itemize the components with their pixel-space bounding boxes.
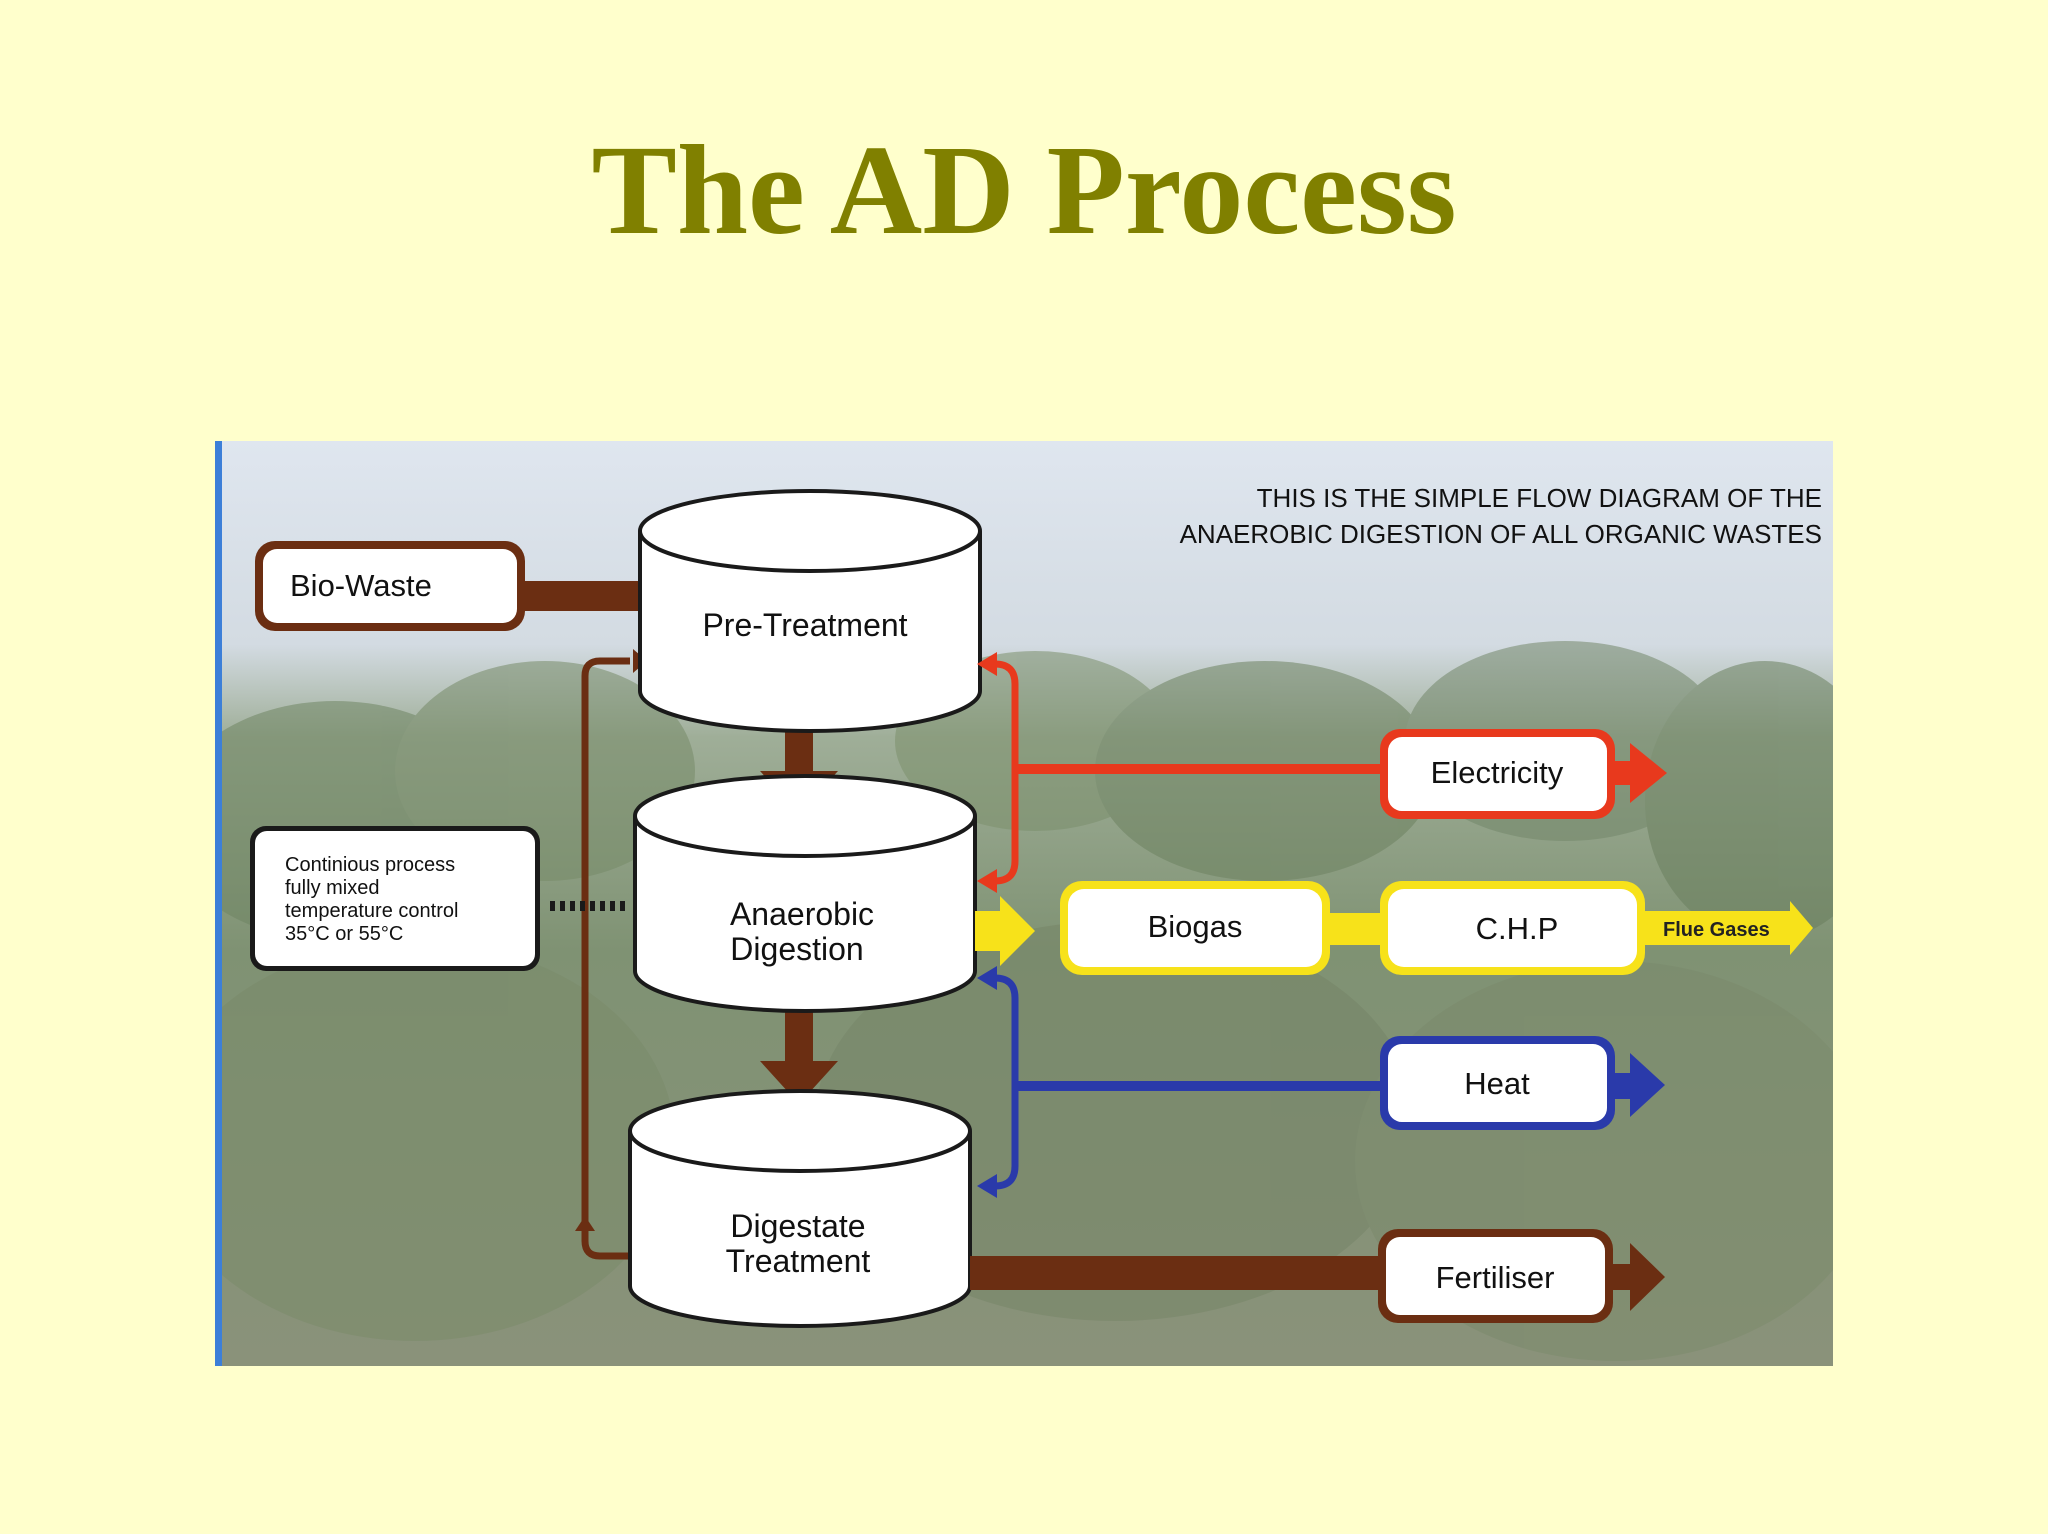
process-note-box: Continious process fully mixed temperatu… <box>250 826 540 971</box>
diagram-caption-line2: ANAEROBIC DIGESTION OF ALL ORGANIC WASTE… <box>1180 519 1822 549</box>
recycle-loop-line <box>581 657 630 1260</box>
biogas-flow <box>975 896 1035 966</box>
biogas-box: Biogas <box>1060 881 1330 975</box>
anaerobic-label-line2: Digestion <box>730 931 863 967</box>
fertiliser-out-arrow <box>1611 1243 1665 1311</box>
diagram-caption-line1: THIS IS THE SIMPLE FLOW DIAGRAM OF THE <box>1257 483 1822 513</box>
recycle-loop-arrowhead-up <box>575 1216 595 1231</box>
digestate-treatment-tank: Digestate Treatment <box>628 1089 972 1328</box>
diagram-canvas: THIS IS THE SIMPLE FLOW DIAGRAM OF THE A… <box>215 441 1833 1366</box>
bio-waste-box: Bio-Waste <box>255 541 525 631</box>
bio-waste-label: Bio-Waste <box>290 568 432 603</box>
heat-label: Heat <box>1464 1066 1530 1101</box>
process-note-line3: temperature control <box>285 900 458 922</box>
electricity-label: Electricity <box>1431 755 1564 790</box>
chp-box: C.H.P <box>1380 881 1645 975</box>
digestate-label-line1: Digestate <box>730 1208 865 1244</box>
pre-treatment-tank: Pre-Treatment <box>638 489 982 733</box>
digestate-label-line2: Treatment <box>726 1243 871 1279</box>
flue-gases-label: Flue Gases <box>1663 919 1770 941</box>
biogas-to-chp-connector <box>1328 913 1383 945</box>
electricity-flow <box>977 652 1500 893</box>
fertiliser-flow <box>970 1256 1400 1290</box>
fertiliser-box: Fertiliser <box>1378 1229 1613 1323</box>
anaerobic-label-line1: Anaerobic <box>730 896 874 932</box>
electricity-out-arrow <box>1613 743 1667 803</box>
ad-process-diagram: THIS IS THE SIMPLE FLOW DIAGRAM OF THE A… <box>215 441 1833 1366</box>
process-note-line1: Continious process <box>285 854 455 876</box>
heat-flow <box>977 966 1500 1198</box>
heat-box: Heat <box>1380 1036 1615 1130</box>
anaerobic-digestion-tank: Anaerobic Digestion <box>633 774 977 1013</box>
process-note-line2: fully mixed <box>285 877 379 899</box>
slide-title: The AD Process <box>591 119 1457 261</box>
down-arrow-ad-to-digestate <box>760 1011 838 1104</box>
left-edge-bar <box>215 441 222 1366</box>
chp-label: C.H.P <box>1476 911 1559 946</box>
pre-treatment-label: Pre-Treatment <box>702 607 907 643</box>
electricity-box: Electricity <box>1380 729 1615 819</box>
heat-out-arrow <box>1613 1053 1665 1117</box>
biogas-label: Biogas <box>1148 909 1243 944</box>
fertiliser-label: Fertiliser <box>1436 1260 1555 1295</box>
flue-gases-arrow: Flue Gases <box>1643 901 1813 955</box>
process-note-line4: 35°C or 55°C <box>285 923 403 945</box>
